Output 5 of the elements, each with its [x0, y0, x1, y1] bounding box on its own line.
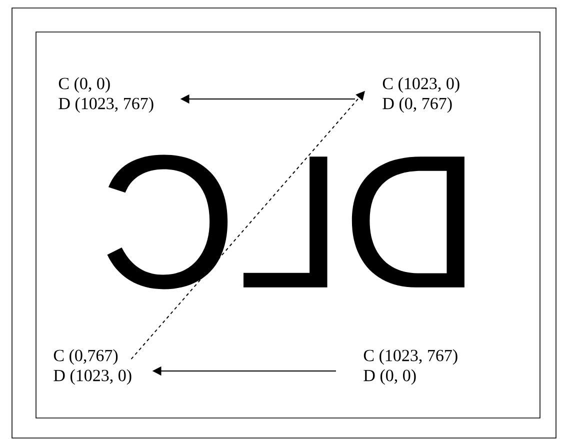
- coordinate-label: C (0, 0) D (1023, 767): [58, 77, 154, 113]
- coordinate-label: C (0,767) D (1023, 0): [54, 349, 132, 385]
- coordinate-label: C (1023, 767) D (0, 0): [364, 349, 458, 385]
- mirrored-text: DLC: [107, 154, 464, 290]
- coordinate-label: C (1023, 0) D (0, 767): [382, 77, 460, 113]
